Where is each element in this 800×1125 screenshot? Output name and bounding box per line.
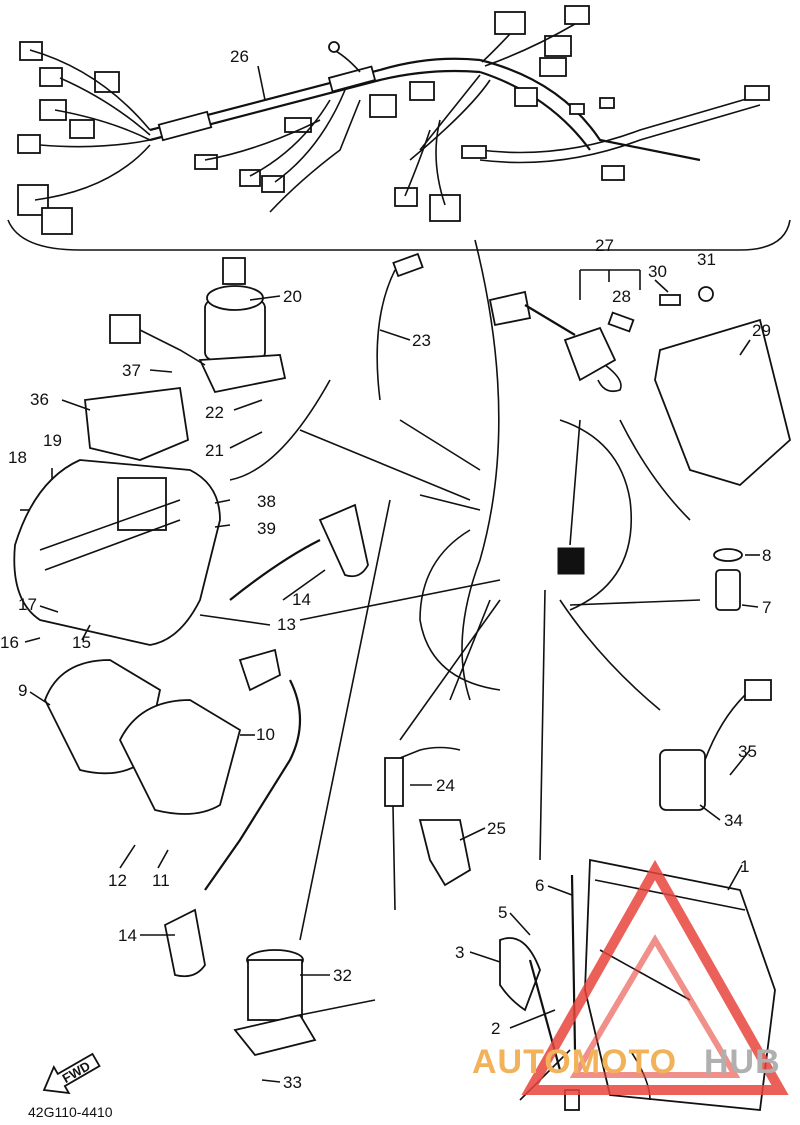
watermark: AUTOMOTO HUB (472, 859, 789, 1095)
watermark-part1: AUTOMOTO (472, 1043, 677, 1081)
frame-outline (229, 239, 701, 941)
callout-35: 35 (738, 742, 757, 761)
forward-arrow: FWD (42, 1052, 101, 1095)
callout-31: 31 (697, 250, 716, 269)
ignition-coil-part (44, 503, 369, 978)
callout-28: 28 (612, 287, 631, 306)
callout-19: 19 (43, 431, 62, 450)
wire-harness (7, 5, 791, 251)
callout-21: 21 (205, 441, 224, 460)
callout-38: 38 (257, 492, 276, 511)
callout-39: 39 (257, 519, 276, 538)
callout-17: 17 (18, 595, 37, 614)
callout-8: 8 (762, 546, 771, 565)
callout-9: 9 (18, 681, 27, 700)
callout-6: 6 (535, 876, 544, 895)
callout-20: 20 (283, 287, 302, 306)
watermark-part2: HUB (704, 1043, 781, 1081)
callout-25: 25 (487, 819, 506, 838)
callout-29: 29 (752, 321, 771, 340)
callout-22: 22 (205, 403, 224, 422)
callout-numbers: 26 20 23 27 28 30 31 29 37 36 22 21 19 1… (0, 47, 771, 1092)
callout-37: 37 (122, 361, 141, 380)
callout-27: 27 (595, 236, 614, 255)
callout-18: 18 (8, 448, 27, 467)
callout-13: 13 (277, 615, 296, 634)
callout-5: 5 (498, 903, 507, 922)
callout-1: 1 (740, 857, 749, 876)
callout-24: 24 (436, 776, 455, 795)
callout-7: 7 (762, 598, 771, 617)
callout-12: 12 (108, 871, 127, 890)
callout-2: 2 (491, 1019, 500, 1038)
callout-33: 33 (283, 1073, 302, 1092)
cdi-unit-part (488, 286, 792, 487)
callout-14-upper: 14 (292, 590, 311, 609)
callout-3: 3 (455, 943, 464, 962)
callout-11: 11 (152, 871, 170, 890)
callout-30: 30 (648, 262, 667, 281)
rectifier-part (13, 386, 221, 646)
callout-leaders (20, 65, 760, 1083)
callout-23: 23 (412, 331, 431, 350)
diagram-code: 42G110-4410 (28, 1104, 113, 1120)
callout-32: 32 (333, 966, 352, 985)
callout-36: 36 (30, 390, 49, 409)
callout-16: 16 (0, 633, 19, 652)
callout-15: 15 (72, 633, 91, 652)
callout-26: 26 (230, 47, 249, 66)
callout-10: 10 (256, 725, 275, 744)
main-switch-part (109, 257, 287, 394)
callout-34: 34 (724, 811, 743, 830)
callout-14-lower: 14 (118, 926, 137, 945)
sensor-parts (233, 252, 772, 1057)
